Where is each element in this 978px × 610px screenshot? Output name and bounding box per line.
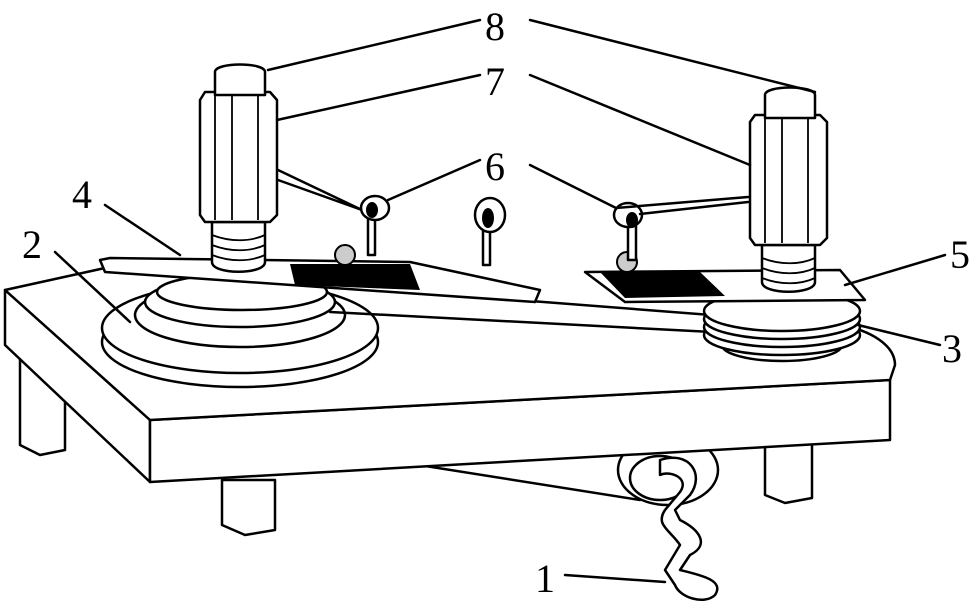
label-left-slide: 4 <box>72 172 92 217</box>
part-labels: 8 7 6 4 2 5 3 1 <box>22 4 970 601</box>
label-pointer: 6 <box>485 144 505 189</box>
right-cylinder <box>748 86 829 293</box>
left-cylinder <box>198 63 279 273</box>
pointers <box>359 194 644 267</box>
label-crank: 1 <box>535 556 555 601</box>
left-slide <box>98 244 542 304</box>
leader-lines <box>53 18 947 584</box>
label-cap: 8 <box>485 4 505 49</box>
drive-belt <box>328 310 772 337</box>
label-small-pulley: 3 <box>942 326 962 371</box>
crank-handle <box>398 433 720 601</box>
large-pulley <box>100 272 380 389</box>
label-large-pulley: 2 <box>22 222 42 267</box>
label-cylinder: 7 <box>485 59 505 104</box>
label-right-slide: 5 <box>950 232 970 277</box>
